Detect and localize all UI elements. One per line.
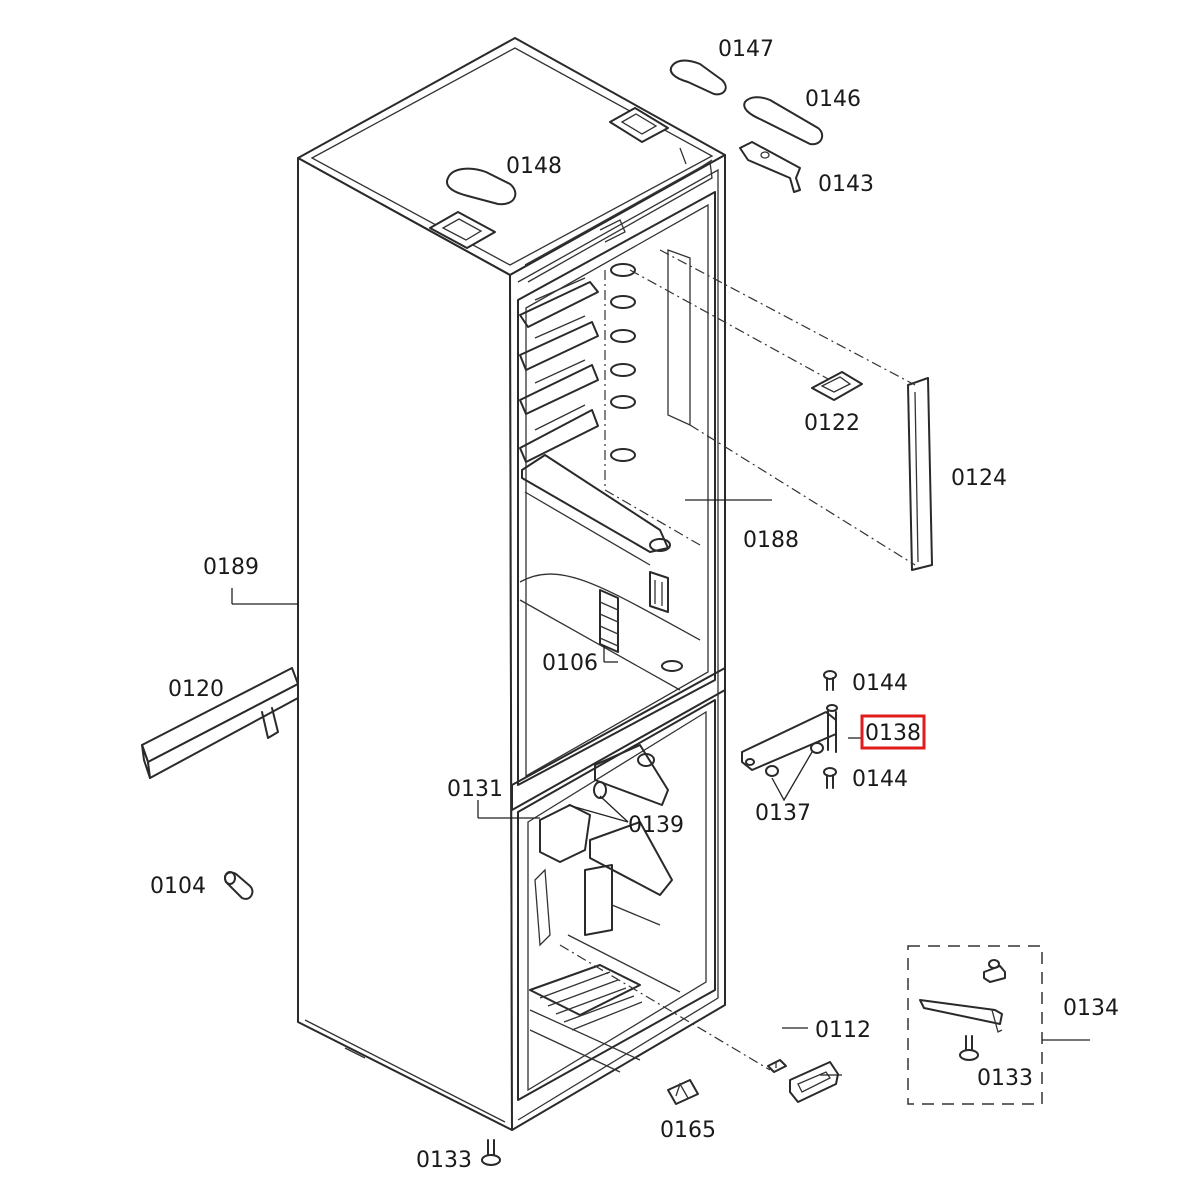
- part-0133-foot: [481, 1139, 501, 1166]
- label-0120: 0120: [168, 677, 224, 702]
- part-0144-screw-bottom: [823, 767, 837, 789]
- shelf-rails: [519, 277, 599, 463]
- vent-grille: [599, 589, 619, 653]
- part-0112-bracket: [767, 1059, 787, 1073]
- label-0146: 0146: [805, 87, 861, 112]
- label-0188: 0188: [743, 528, 799, 553]
- label-0124: 0124: [951, 466, 1007, 491]
- top-hinge-slot: [429, 211, 496, 249]
- part-0146-cover: [743, 96, 824, 146]
- label-0138: 0138: [865, 721, 921, 746]
- part-0122-clip: [811, 371, 863, 401]
- part-0104-plug: [224, 871, 254, 900]
- label-0112: 0112: [815, 1018, 871, 1043]
- projection-lines: [559, 249, 916, 1071]
- floor-ribs: [529, 964, 643, 1073]
- part-0148-cover: [446, 167, 517, 206]
- shelf-support-holes: [610, 263, 636, 462]
- part-0144-screw-top: [823, 670, 837, 691]
- label-0148: 0148: [506, 154, 562, 179]
- label-0139: 0139: [628, 813, 684, 838]
- label-0104: 0104: [150, 874, 206, 899]
- label-0144-top: 0144: [852, 671, 908, 696]
- label-0134: 0134: [1063, 996, 1119, 1021]
- part-labels: 0147 0146 0143 0148 0122 0124 0188 0189 …: [150, 37, 1119, 1173]
- door-strip-0124: [907, 377, 933, 571]
- label-0106: 0106: [542, 651, 598, 676]
- top-hinge-slot-right: [609, 107, 669, 143]
- label-0143: 0143: [818, 172, 874, 197]
- label-0147: 0147: [718, 37, 774, 62]
- label-0133-kit: 0133: [977, 1066, 1033, 1091]
- label-0131: 0131: [447, 777, 503, 802]
- label-0122: 0122: [804, 411, 860, 436]
- rear-bracket: [649, 571, 669, 613]
- part-handle-cover: [789, 1061, 839, 1103]
- label-0137: 0137: [755, 801, 811, 826]
- label-0165: 0165: [660, 1118, 716, 1143]
- leader-lines: [231, 499, 1090, 1076]
- part-0165-clip: [667, 1079, 699, 1105]
- part-0137-washers: [765, 742, 824, 802]
- label-0189: 0189: [203, 555, 259, 580]
- highlight-box-0138: [860, 714, 926, 750]
- kit-0134-group: [907, 945, 1043, 1105]
- part-0147-cover: [669, 59, 727, 96]
- part-0143-bracket: [739, 141, 801, 193]
- label-0144-bottom: 0144: [852, 767, 908, 792]
- label-0133-foot: 0133: [416, 1148, 472, 1173]
- part-0138-hinge: [741, 704, 838, 771]
- cabinet-body: [297, 37, 726, 1131]
- part-0120-strip: [141, 667, 299, 779]
